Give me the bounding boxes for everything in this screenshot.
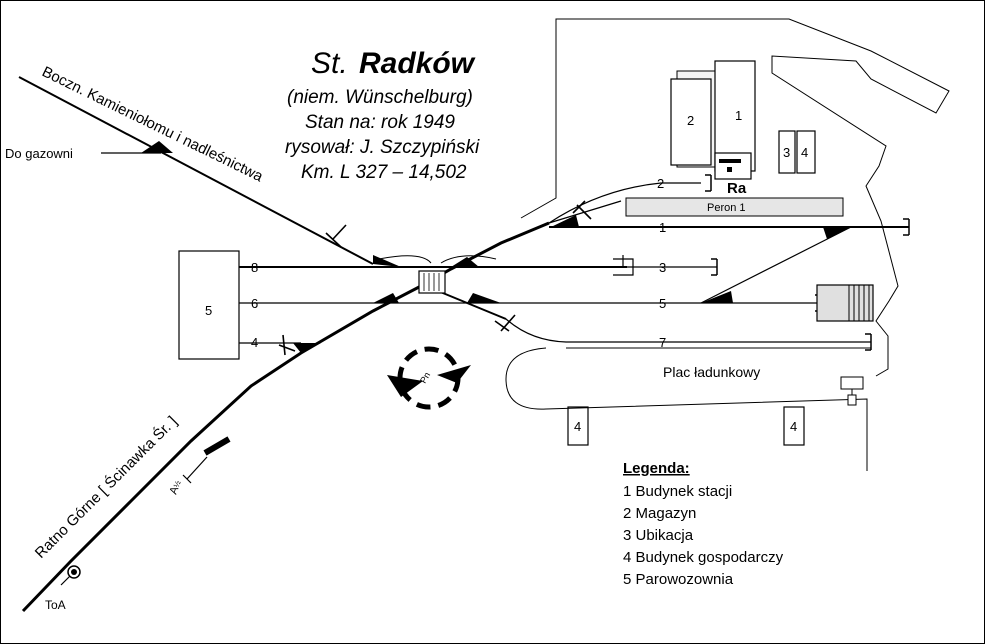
building-4-top-label: 4 xyxy=(801,145,808,160)
signal-a-label: A½ xyxy=(168,478,184,496)
crane-box xyxy=(840,376,864,390)
track-7-curve xyxy=(505,318,871,343)
platform-label: Peron 1 xyxy=(707,202,746,214)
switch-c xyxy=(373,293,399,303)
pn-label: Pn xyxy=(418,370,432,385)
switch-e xyxy=(551,215,579,227)
track-3-label: 3 xyxy=(659,260,666,275)
crossing-hatching xyxy=(423,273,440,291)
subtitle: (niem. Wünschelburg) xyxy=(287,87,473,108)
building-5-engine-shed xyxy=(178,250,240,360)
signal-a-line xyxy=(186,456,208,480)
track-4-label: 4 xyxy=(251,335,258,350)
ra-label: Ra xyxy=(727,180,747,197)
km-line: Km. L 327 – 14,502 xyxy=(301,162,467,183)
building-2-label: 2 xyxy=(687,113,694,128)
track-5-label: 5 xyxy=(659,296,666,311)
ratno-label: Ratno Górne [ Ścinawka Śr. ] xyxy=(31,412,181,562)
track-2-curve xyxy=(548,182,701,224)
siding-label: Boczn. Kamieniołomu i nadleśnictwa xyxy=(39,63,266,185)
building-4-right-label: 4 xyxy=(790,419,797,434)
track-8-label: 8 xyxy=(251,260,258,275)
track-1-label: 1 xyxy=(659,220,666,235)
switch-b xyxy=(451,257,479,267)
station-boundary xyxy=(520,18,950,377)
signal-a-mark xyxy=(203,436,231,456)
title-name: Radków xyxy=(359,47,476,80)
legend-item: 3 Ubikacja xyxy=(623,527,694,544)
platform-1 xyxy=(625,197,844,217)
buffer-stop-track-2 xyxy=(705,174,712,192)
buffer-stop-track-3 xyxy=(711,258,718,276)
ra-box xyxy=(714,152,752,180)
signal-northeast xyxy=(572,200,592,220)
building-4-left-label: 4 xyxy=(574,419,581,434)
loading-shed xyxy=(816,284,874,322)
switch-f xyxy=(823,227,851,239)
signal-siding xyxy=(325,224,347,248)
toa-marker-dot xyxy=(71,569,77,575)
signal-track-4 xyxy=(278,334,296,356)
diamond-crossing xyxy=(418,270,446,294)
track-2-label: 2 xyxy=(657,176,664,191)
legend-item: 4 Budynek gospodarczy xyxy=(623,549,784,566)
title-prefix: St. xyxy=(311,47,348,80)
building-1-label: 1 xyxy=(735,108,742,123)
signal-a-fraction: ½ xyxy=(172,479,183,489)
signal-a-tick xyxy=(182,474,192,484)
building-4-right xyxy=(783,406,805,446)
switch-g xyxy=(701,291,733,303)
pn-arrow-right xyxy=(437,365,471,383)
main-line-southwest xyxy=(21,221,550,613)
buffer-stop-track-1 xyxy=(903,218,910,236)
switch-a xyxy=(373,255,401,267)
author-line: rysował: J. Szczypiński xyxy=(285,137,480,158)
yard-label: Plac ładunkowy xyxy=(663,364,760,380)
building-4-left xyxy=(567,406,589,446)
date-line: Stan na: rok 1949 xyxy=(305,112,455,133)
track-7-label: 7 xyxy=(659,335,666,350)
loading-shed-ribs xyxy=(848,285,870,321)
track-5-branch xyxy=(700,226,852,304)
legend-item: 2 Magazyn xyxy=(623,505,696,522)
turntable-pit-track-3 xyxy=(613,255,634,276)
building-2 xyxy=(670,78,712,166)
legend-title: Legenda: xyxy=(623,460,690,477)
ra-symbol-bar xyxy=(719,159,741,163)
buffer-stop-track-7 xyxy=(865,333,872,351)
crane-post xyxy=(847,394,857,406)
switch-h xyxy=(293,343,321,353)
building-5-label: 5 xyxy=(205,303,212,318)
track-6-label: 6 xyxy=(251,296,258,311)
legend-item: 5 Parowozownia xyxy=(623,571,734,588)
loading-yard xyxy=(505,347,871,471)
switch-gasworks xyxy=(141,141,173,153)
building-4-top xyxy=(796,130,816,174)
toa-label: ToA xyxy=(45,598,66,612)
crossing-curves xyxy=(378,255,497,264)
legend-item: 1 Budynek stacji xyxy=(623,483,732,500)
siding-line xyxy=(18,76,374,265)
gasworks-label: Do gazowni xyxy=(5,146,73,161)
signal-track-7 xyxy=(494,314,516,332)
pn-arrow-left xyxy=(387,375,423,397)
building-3-label: 3 xyxy=(783,145,790,160)
signal-a-letter: A xyxy=(168,484,182,496)
switch-d xyxy=(467,293,501,303)
building-3 xyxy=(778,130,796,174)
ra-symbol-dot xyxy=(727,167,732,172)
